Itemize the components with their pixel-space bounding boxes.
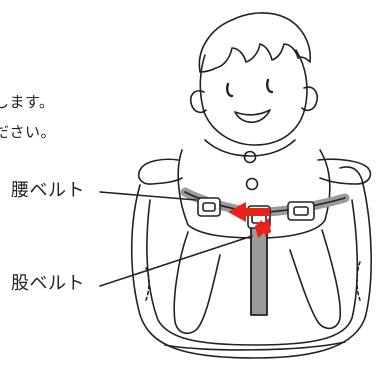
collar xyxy=(204,139,296,157)
right-eye xyxy=(266,78,274,94)
waist-belt-leader xyxy=(99,191,197,201)
right-ear xyxy=(301,86,319,112)
mouth xyxy=(234,109,271,124)
button-bottom xyxy=(245,177,259,191)
baby-hair xyxy=(198,12,311,73)
baby-head xyxy=(199,49,308,146)
right-buckle xyxy=(287,201,315,221)
seat-base xyxy=(164,341,346,351)
instruction-line-1: します。 xyxy=(0,93,55,111)
button-top xyxy=(243,150,257,164)
seat-shell xyxy=(130,166,372,359)
left-arm xyxy=(137,158,183,185)
left-ear xyxy=(189,90,207,114)
right-leg xyxy=(289,229,342,330)
insert-arrows xyxy=(228,202,271,238)
right-arm xyxy=(317,158,372,185)
crotch-belt-leader xyxy=(99,235,253,287)
waist-belt-label: 腰ベルト xyxy=(11,180,85,201)
crotch-belt-label: 股ベルト xyxy=(11,273,85,294)
left-eye xyxy=(226,82,234,98)
left-leg xyxy=(173,231,221,335)
instruction-line-2: ださい。 xyxy=(0,123,57,141)
left-buckle xyxy=(197,197,221,217)
